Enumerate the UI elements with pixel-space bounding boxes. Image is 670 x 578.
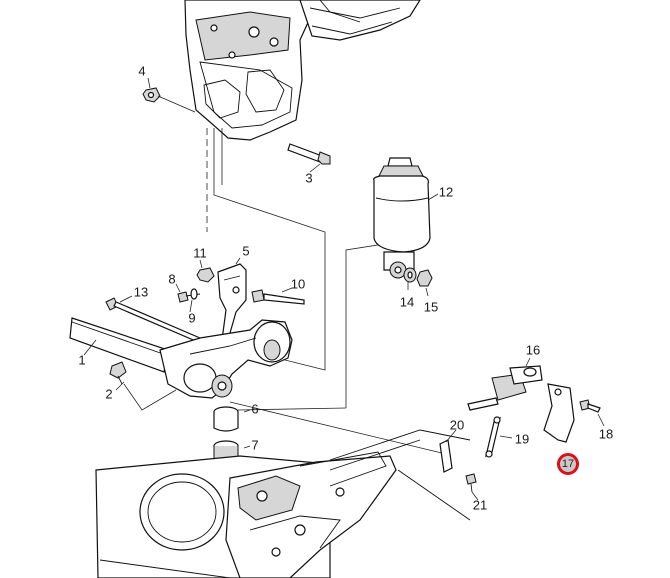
callout-20[interactable]: 20 — [449, 417, 465, 433]
callout-13[interactable]: 13 — [133, 284, 149, 300]
callout-12[interactable]: 12 — [438, 184, 454, 200]
callout-21[interactable]: 21 — [472, 497, 488, 513]
bolt-3 — [287, 143, 331, 165]
nut-15 — [416, 269, 433, 287]
control-arm — [159, 319, 293, 399]
air-spring-12 — [373, 157, 439, 279]
bolt-21 — [465, 473, 477, 493]
bolt-18 — [579, 399, 601, 413]
callout-17-highlighted[interactable]: 17 — [557, 453, 579, 475]
drive-shaft-1 — [69, 317, 169, 373]
bushing-6 — [213, 406, 239, 432]
washer-9 — [190, 288, 198, 300]
callout-2[interactable]: 2 — [105, 386, 113, 402]
callout-19[interactable]: 19 — [514, 431, 530, 447]
bracket-17 — [543, 383, 575, 443]
nut-11 — [196, 267, 215, 283]
callout-6[interactable]: 6 — [251, 401, 259, 417]
washer-14 — [403, 267, 417, 283]
callout-4[interactable]: 4 — [138, 63, 146, 79]
nut-4 — [142, 87, 161, 103]
callout-9[interactable]: 9 — [188, 310, 196, 326]
callout-5[interactable]: 5 — [242, 243, 250, 259]
bolt-2 — [109, 361, 127, 385]
callout-3[interactable]: 3 — [305, 170, 313, 186]
callout-7[interactable]: 7 — [251, 437, 259, 453]
callout-8[interactable]: 8 — [168, 271, 176, 287]
callout-18[interactable]: 18 — [598, 426, 614, 442]
lower-frame — [95, 429, 471, 578]
callout-15[interactable]: 15 — [423, 299, 439, 315]
bracket-20 — [439, 439, 453, 473]
callout-14[interactable]: 14 — [399, 294, 415, 310]
height-sensor-16 — [467, 365, 543, 411]
callout-10[interactable]: 10 — [290, 276, 306, 292]
upper-frame-rail — [184, 0, 421, 141]
bracket-5 — [217, 263, 247, 341]
callout-11[interactable]: 11 — [193, 245, 207, 261]
link-19 — [485, 416, 501, 458]
bolt-10 — [251, 289, 305, 305]
callout-1[interactable]: 1 — [78, 352, 86, 368]
callout-16[interactable]: 16 — [525, 342, 541, 358]
